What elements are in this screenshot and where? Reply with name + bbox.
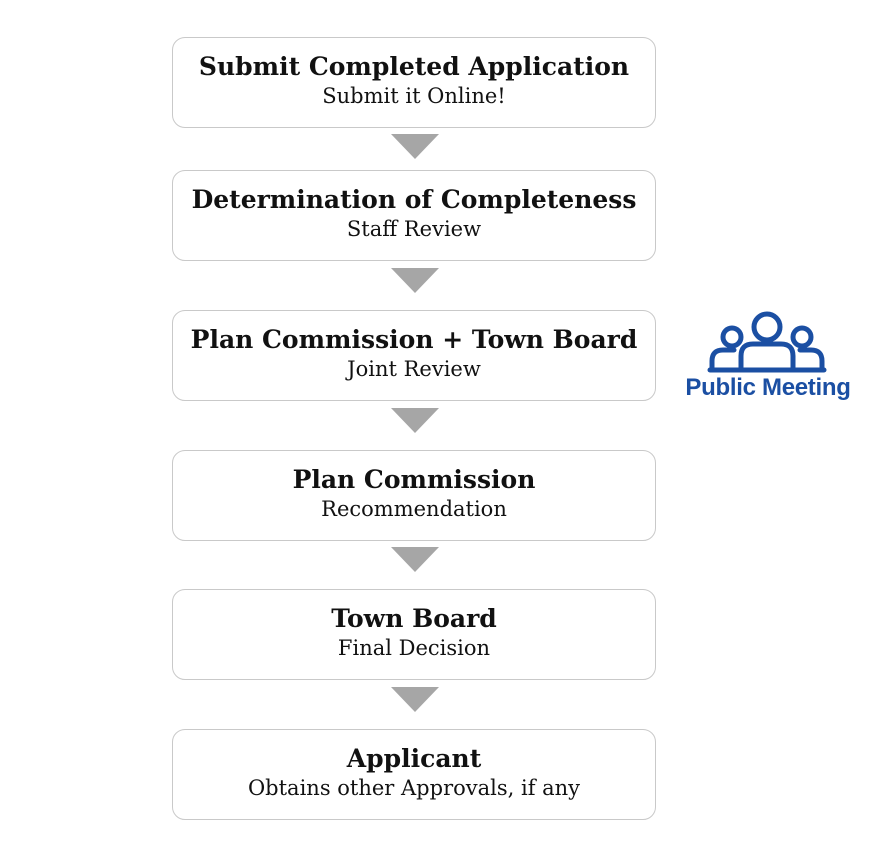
step-subtitle: Recommendation <box>321 497 507 521</box>
step-title: Town Board <box>331 604 497 633</box>
step-subtitle: Obtains other Approvals, if any <box>247 776 581 800</box>
step-joint-review: Plan Commission + Town Board Joint Revie… <box>172 310 656 401</box>
step-applicant: Applicant Obtains other Approvals, if an… <box>172 729 656 820</box>
step-title: Plan Commission <box>292 465 536 494</box>
step-subtitle: Submit it Online! <box>322 84 506 108</box>
public-meeting-label: Public Meeting <box>685 374 851 401</box>
people-group-icon <box>707 311 827 373</box>
step-title: Applicant <box>346 744 482 773</box>
step-plan-commission: Plan Commission Recommendation <box>172 450 656 541</box>
step-submit-application: Submit Completed Application Submit it O… <box>172 37 656 128</box>
step-title: Plan Commission + Town Board <box>190 325 638 354</box>
step-title: Determination of Completeness <box>191 185 637 214</box>
down-arrow-icon <box>391 408 439 433</box>
step-subtitle: Joint Review <box>347 357 481 381</box>
step-title: Submit Completed Application <box>198 52 630 81</box>
step-town-board: Town Board Final Decision <box>172 589 656 680</box>
step-subtitle: Staff Review <box>346 217 482 241</box>
down-arrow-icon <box>391 134 439 159</box>
step-determination-completeness: Determination of Completeness Staff Revi… <box>172 170 656 261</box>
down-arrow-icon <box>391 547 439 572</box>
down-arrow-icon <box>391 687 439 712</box>
down-arrow-icon <box>391 268 439 293</box>
step-subtitle: Final Decision <box>337 636 491 660</box>
